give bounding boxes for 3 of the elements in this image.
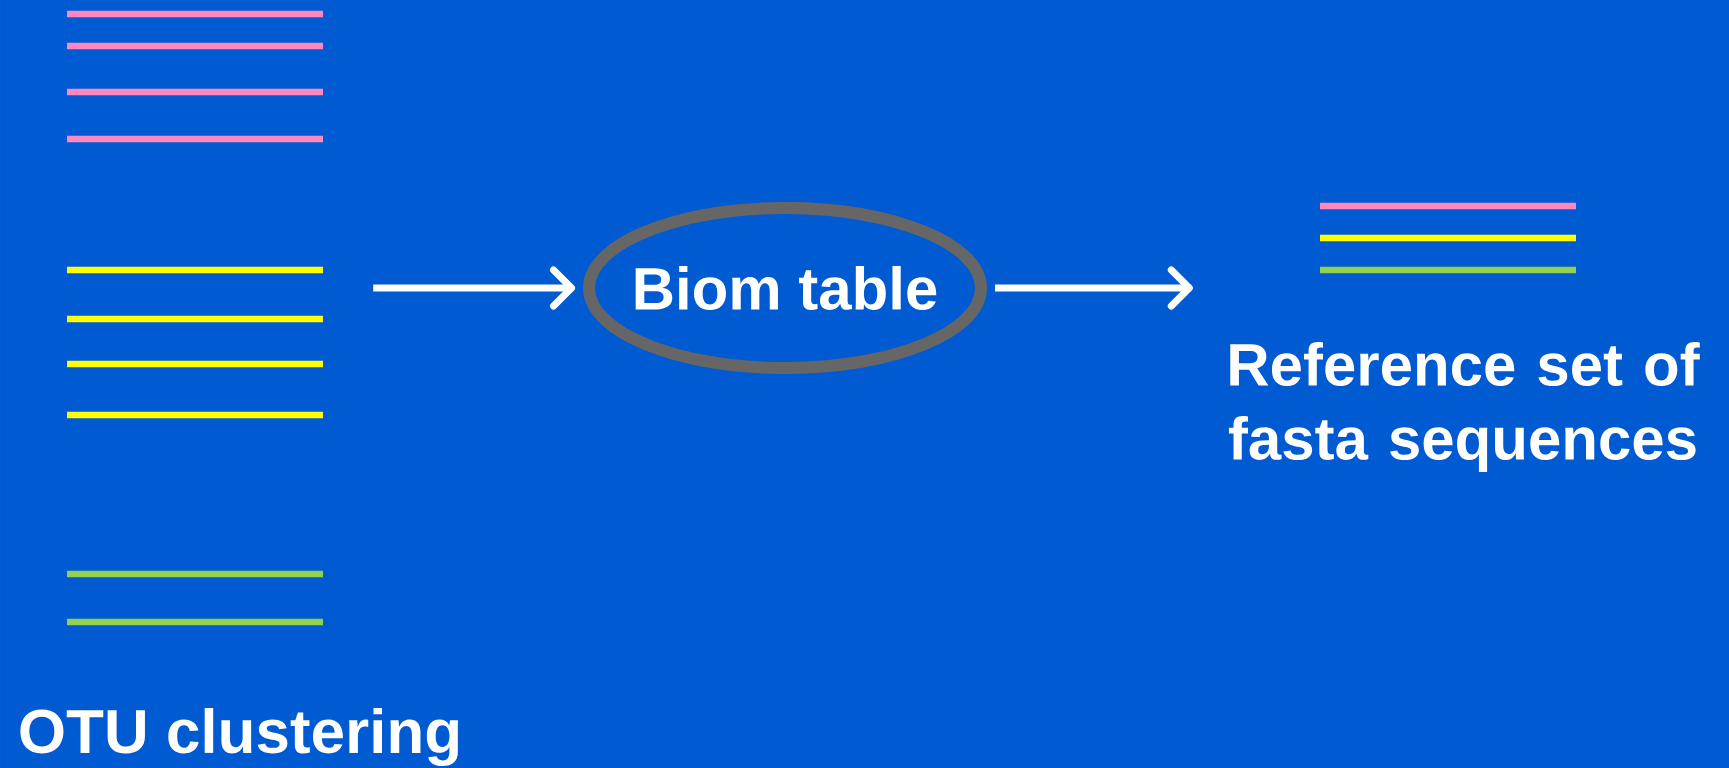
group-label: Reference set of fasta sequences xyxy=(1228,342,1700,472)
ellipse-node: Biom table xyxy=(583,202,987,374)
group-label: OTU clustering xyxy=(20,707,458,767)
